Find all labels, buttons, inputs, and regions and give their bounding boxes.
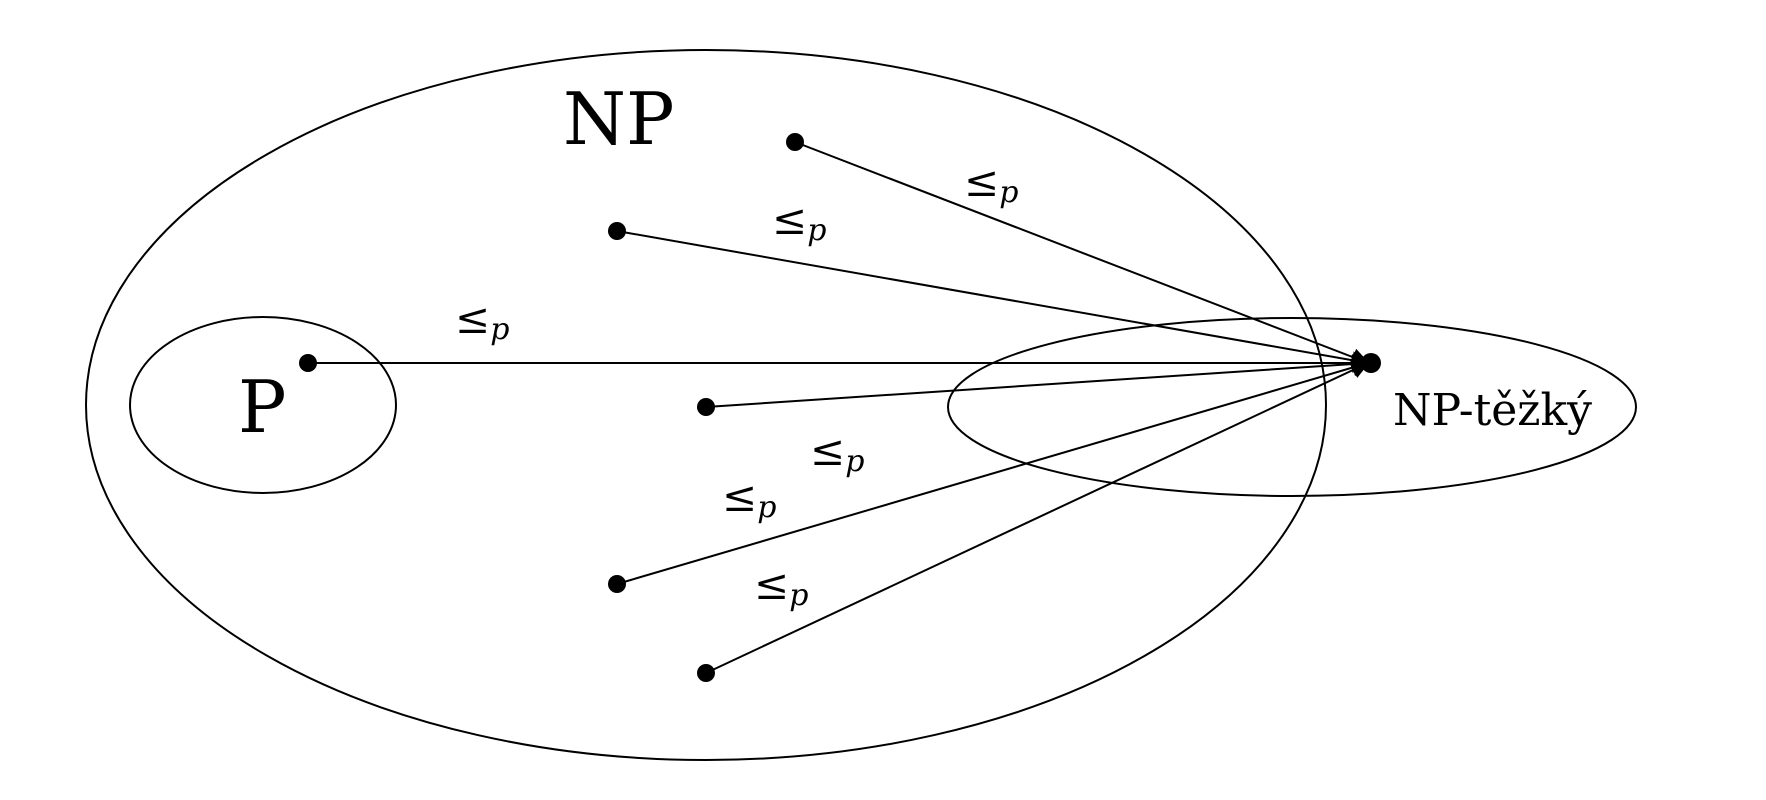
np-node-5 [697,664,715,682]
np-set-label: NP [563,77,674,161]
reduction-arrow-np-3 [705,355,1370,408]
reduction-label-np-4: ≤p [722,472,776,525]
np-hard-set-label: NP-těžký [1393,385,1592,436]
reduction-label-np-5: ≤p [754,560,808,613]
reduction-arrow-np-1 [794,141,1370,366]
reduction-label-np-2: ≤p [772,195,826,248]
reduction-arrow-np-2 [616,230,1370,370]
reduction-label-np-3: ≤p [810,426,864,479]
reduction-label-p: ≤p [455,294,509,347]
np-node-1 [786,133,804,151]
p-node [299,354,317,372]
reduction-arrow-np-4 [616,358,1370,585]
np-node-4 [608,575,626,593]
np-hard-node [1361,353,1381,373]
p-set-label: P [238,365,286,449]
reduction-label-np-1: ≤p [964,157,1018,210]
np-node-3 [697,398,715,416]
np-set-ellipse [85,49,1327,761]
reduction-arrow-np-5 [705,361,1370,674]
np-hard-set-ellipse [947,317,1637,497]
p-set-ellipse [129,316,397,494]
np-node-2 [608,222,626,240]
